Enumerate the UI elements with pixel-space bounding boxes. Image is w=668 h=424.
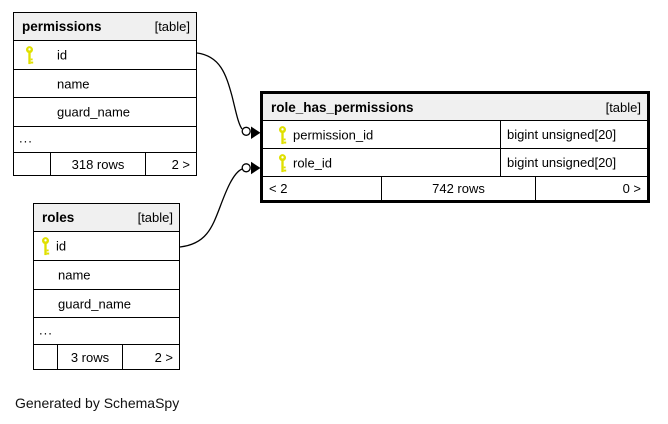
primary-key-icon (41, 237, 50, 256)
table-permissions[interactable]: permissions [table] id name guard_name .… (13, 12, 197, 176)
column-name: name (58, 267, 91, 283)
table-roles-header[interactable]: roles [table] (34, 204, 179, 232)
primary-key-icon (25, 46, 34, 65)
column-row-name: name (14, 70, 196, 98)
ellipsis-label: ... (39, 322, 53, 338)
column-name: id (57, 47, 68, 63)
primary-key-icon (278, 153, 287, 172)
primary-key-icon (278, 125, 287, 144)
table-permissions-header[interactable]: permissions [table] (14, 13, 196, 41)
table-tag: [table] (154, 19, 190, 34)
column-row-id: id (14, 41, 196, 70)
footer-parents-count: 2 > (145, 153, 196, 175)
table-title[interactable]: role_has_permissions (271, 99, 414, 115)
footer-row-count: 318 rows (50, 153, 145, 175)
fk-connector-permissions-to-role-has-permissions (196, 52, 261, 139)
generator-caption: Generated by SchemaSpy (15, 395, 180, 411)
table-footer: 318 rows 2 > (14, 153, 196, 175)
column-row-role-id: role_id bigint unsigned[20] (263, 149, 647, 177)
footer-row-count: 742 rows (381, 177, 535, 200)
column-type: bigint unsigned[20] (500, 121, 647, 148)
column-name: guard_name (57, 104, 130, 120)
column-row-guard-name: guard_name (34, 290, 179, 318)
footer-children-count (14, 153, 50, 175)
odot-icon (241, 126, 251, 136)
column-name: role_id (293, 155, 333, 170)
more-columns-row: ... (14, 127, 196, 153)
footer-parents-count: 0 > (535, 177, 647, 200)
column-name: id (56, 238, 67, 254)
column-row-name: name (34, 261, 179, 290)
table-footer: 3 rows 2 > (34, 345, 179, 369)
column-row-permission-id: permission_id bigint unsigned[20] (263, 121, 647, 149)
column-name: name (57, 76, 90, 91)
footer-children-count (34, 345, 57, 369)
table-title[interactable]: roles (42, 210, 75, 225)
table-tag: [table] (605, 99, 641, 115)
table-title[interactable]: permissions (22, 19, 102, 34)
column-name: guard_name (58, 296, 131, 311)
footer-parents-count: 2 > (122, 345, 179, 369)
column-row-guard-name: guard_name (14, 98, 196, 127)
table-tag: [table] (137, 210, 173, 225)
odot-icon (241, 163, 251, 173)
column-row-id: id (34, 232, 179, 261)
column-type: bigint unsigned[20] (500, 149, 647, 176)
more-columns-row: ... (34, 318, 179, 345)
footer-children-count: < 2 (269, 181, 288, 196)
table-role-has-permissions[interactable]: role_has_permissions [table] permission_… (260, 91, 650, 203)
footer-row-count: 3 rows (57, 345, 122, 369)
table-roles[interactable]: roles [table] id name guard_name ... 3 r… (33, 203, 180, 370)
table-footer: < 2 742 rows 0 > (263, 177, 647, 200)
column-name: permission_id (293, 127, 374, 142)
ellipsis-label: ... (19, 130, 33, 146)
table-role-has-permissions-header[interactable]: role_has_permissions [table] (263, 94, 647, 121)
